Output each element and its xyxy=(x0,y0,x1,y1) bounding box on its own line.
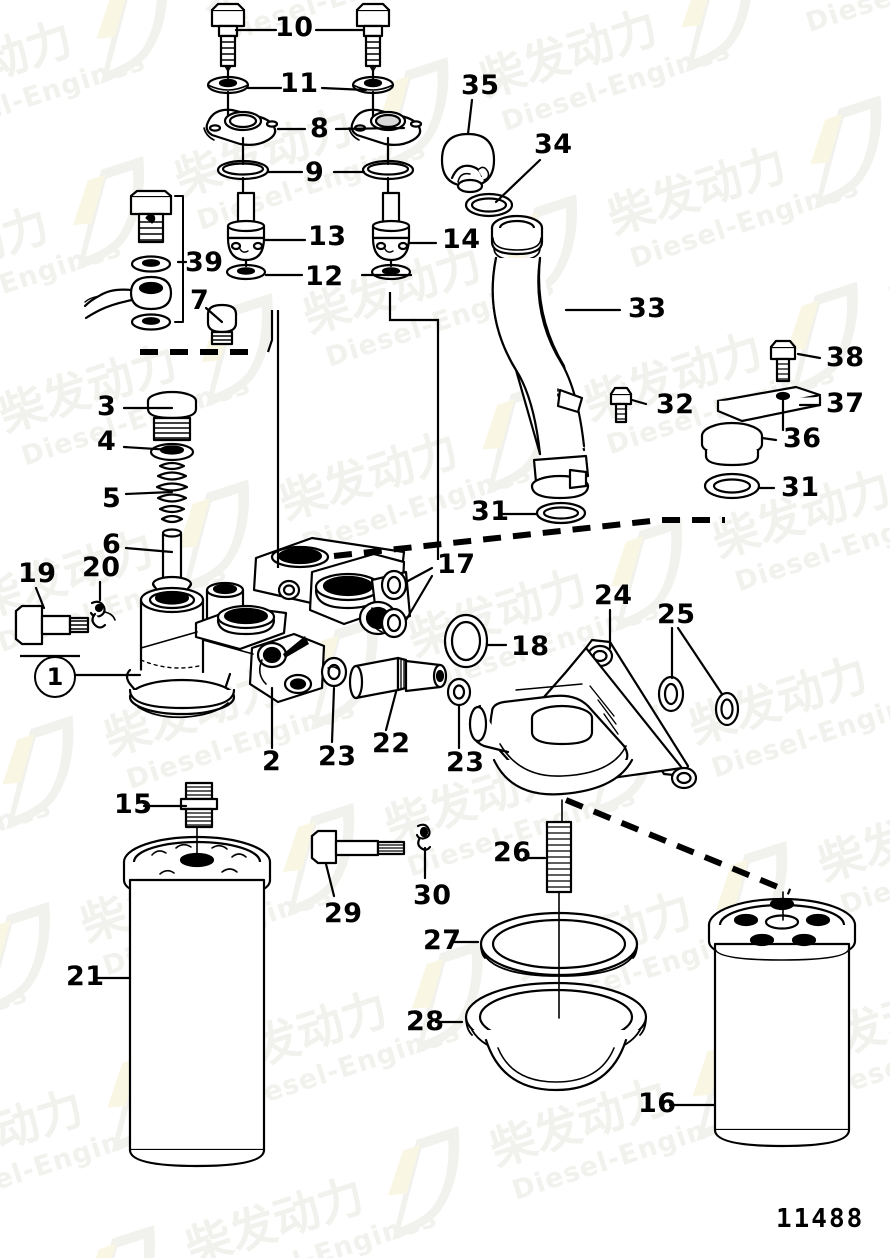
callout-6: 6 xyxy=(102,529,122,560)
callout-11: 11 xyxy=(280,68,319,99)
part-22-hollow-bolt xyxy=(348,656,448,700)
part-5-spring xyxy=(155,461,189,524)
callout-3: 3 xyxy=(97,391,117,422)
callout-35: 35 xyxy=(461,70,500,101)
part-23-washer-left xyxy=(320,656,348,688)
callout-1: 1 xyxy=(34,656,76,698)
callout-31-right: 31 xyxy=(781,472,820,503)
part-3-valve-plug xyxy=(146,390,198,442)
part-19-bolt xyxy=(14,604,90,646)
part-11-washer-left xyxy=(206,75,250,95)
callout-22: 22 xyxy=(372,728,411,759)
callout-13: 13 xyxy=(308,221,347,252)
callout-8: 8 xyxy=(310,113,330,144)
callout-15: 15 xyxy=(114,789,153,820)
part-33-filler-tube xyxy=(490,214,590,500)
part-20-retaining-clip xyxy=(89,600,116,629)
callout-16: 16 xyxy=(638,1088,677,1119)
part-9-oring-left xyxy=(216,159,270,181)
callout-21: 21 xyxy=(66,961,105,992)
part-38-plate-bolt xyxy=(769,339,797,383)
part-37-retaining-plate xyxy=(716,385,822,423)
callout-28: 28 xyxy=(406,1006,445,1037)
part-30-retaining-clip xyxy=(415,823,432,851)
part-28-filter-bowl xyxy=(464,981,648,1092)
part-18-oring xyxy=(443,613,489,669)
part-1-main-housing xyxy=(125,536,412,719)
callout-27: 27 xyxy=(423,925,462,956)
callout-24: 24 xyxy=(594,580,633,611)
callout-34: 34 xyxy=(534,129,573,160)
callout-26: 26 xyxy=(493,837,532,868)
callout-39: 39 xyxy=(185,247,224,278)
callout-2: 2 xyxy=(262,746,282,777)
callout-37: 37 xyxy=(826,388,865,419)
leader-lines xyxy=(34,28,822,1107)
part-23-washer-right xyxy=(446,677,472,707)
assembly-route-dashed xyxy=(20,292,792,895)
part-26-threaded-stud xyxy=(545,820,573,894)
callout-7: 7 xyxy=(190,285,210,316)
part-13-sender xyxy=(226,191,266,262)
callout-38: 38 xyxy=(826,342,865,373)
callout-4: 4 xyxy=(97,426,117,457)
part-39-banjo-assembly xyxy=(83,189,184,331)
callout-18: 18 xyxy=(511,631,550,662)
callout-5: 5 xyxy=(102,483,122,514)
callout-19: 19 xyxy=(18,558,57,589)
diagram-number: 11488 xyxy=(776,1204,865,1234)
callout-12: 12 xyxy=(305,261,344,292)
part-10-bolt-right xyxy=(355,2,391,72)
part-36-rubber-plug xyxy=(700,421,764,467)
callout-33: 33 xyxy=(628,293,667,324)
part-29-hex-bolt xyxy=(310,829,406,865)
callout-29: 29 xyxy=(324,898,363,929)
callout-31-left: 31 xyxy=(471,496,510,527)
part-35-filler-cap xyxy=(440,132,496,194)
callout-14: 14 xyxy=(442,224,481,255)
callout-10: 10 xyxy=(275,12,314,43)
part-16-oil-filter xyxy=(707,897,857,1148)
callout-36: 36 xyxy=(783,423,822,454)
part-17-rings xyxy=(380,569,408,639)
callout-17: 17 xyxy=(437,549,476,580)
part-15-nipple xyxy=(179,781,219,829)
callout-23-left: 23 xyxy=(318,741,357,772)
part-32-bracket-bolt xyxy=(609,386,633,424)
part-31-oring-left xyxy=(535,501,587,525)
part-12-washer-left xyxy=(225,263,267,281)
part-24-filter-bracket xyxy=(468,638,698,796)
part-8-flange-left xyxy=(203,108,279,146)
callout-9: 9 xyxy=(305,157,325,188)
callout-25: 25 xyxy=(657,599,696,630)
part-7-plug xyxy=(206,303,238,346)
part-14-sender xyxy=(371,191,411,262)
part-25-rings xyxy=(657,675,740,727)
callout-23-right: 23 xyxy=(446,747,485,778)
callout-20: 20 xyxy=(82,552,121,583)
callout-30: 30 xyxy=(413,880,452,911)
part-31-oring-right xyxy=(703,472,761,500)
callout-32: 32 xyxy=(656,389,695,420)
